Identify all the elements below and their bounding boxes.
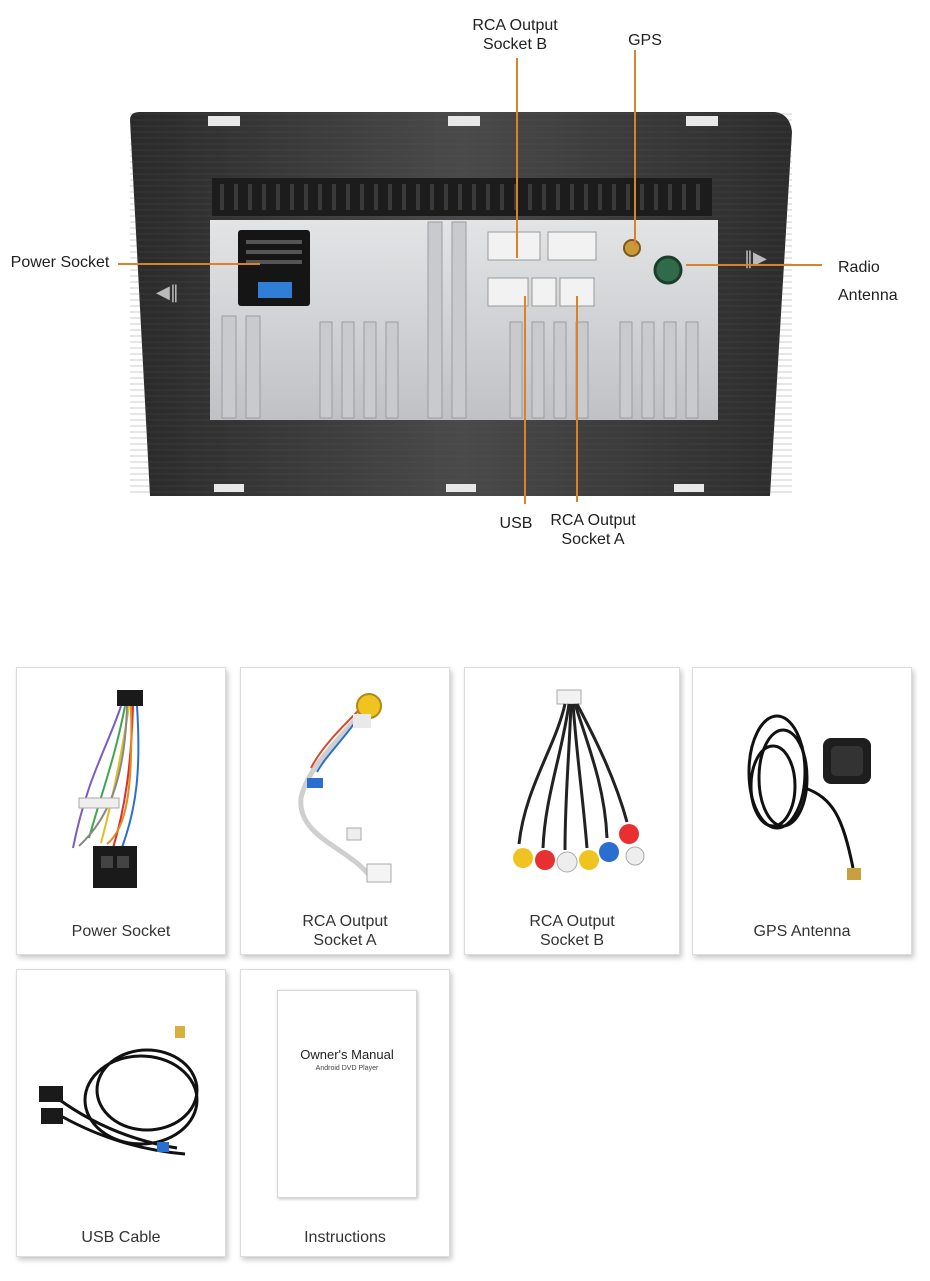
manual-title: Owner's Manual [300, 1047, 394, 1062]
accessory-card-rca-socket-b: RCA Output Socket B [464, 667, 680, 955]
accessory-caption: RCA Output Socket A [302, 913, 388, 949]
accessory-card-gps-antenna: GPS Antenna [692, 667, 912, 955]
callout-radio: Radio [838, 259, 880, 276]
power-harness-icon [72, 690, 143, 888]
svg-text:‖▶: ‖▶ [744, 248, 767, 269]
accessory-card-power-socket: Power Socket [16, 667, 226, 955]
accessory-caption: GPS Antenna [753, 923, 851, 940]
callout-rca-output-socket-a: RCA Output Socket A [550, 512, 636, 548]
callout-usb: USB [499, 515, 533, 532]
callout-antenna: Antenna [838, 287, 898, 304]
line-radio [686, 264, 822, 266]
usb-cable-icon [39, 1026, 199, 1156]
svg-text:◀‖: ◀‖ [156, 282, 179, 303]
manual-subtitle: Android DVD Player [315, 1065, 379, 1072]
callout-gps: GPS [628, 32, 662, 49]
line-usb [524, 296, 526, 504]
gps-antenna-icon [747, 714, 871, 880]
callout-power-socket: Power Socket [10, 254, 110, 271]
accessory-card-usb-cable: USB Cable [16, 969, 226, 1257]
rca-cable-icon [298, 693, 392, 883]
accessory-caption: RCA Output Socket B [529, 913, 615, 949]
accessory-card-rca-socket-a: RCA Output Socket A [240, 667, 450, 955]
line-rca-b [516, 58, 518, 258]
accessory-card-instructions: Owner's Manual Android DVD Player Instru… [240, 969, 450, 1257]
rear-view-diagram: RCA Output Socket B GPS Power Socket Rad… [0, 0, 930, 560]
rca-bundle-icon [513, 689, 645, 873]
line-power [118, 263, 260, 265]
accessory-caption: Instructions [304, 1229, 386, 1246]
manual-icon: Owner's Manual Android DVD Player [277, 990, 417, 1198]
accessory-caption: Power Socket [71, 923, 171, 940]
line-rca-a [576, 296, 578, 502]
line-gps [634, 50, 636, 246]
head-unit-rear-image: ◀‖ ‖▶ [130, 112, 792, 496]
callout-rca-output-socket-b: RCA Output Socket B [472, 17, 558, 53]
accessory-caption: USB Cable [81, 1229, 161, 1246]
